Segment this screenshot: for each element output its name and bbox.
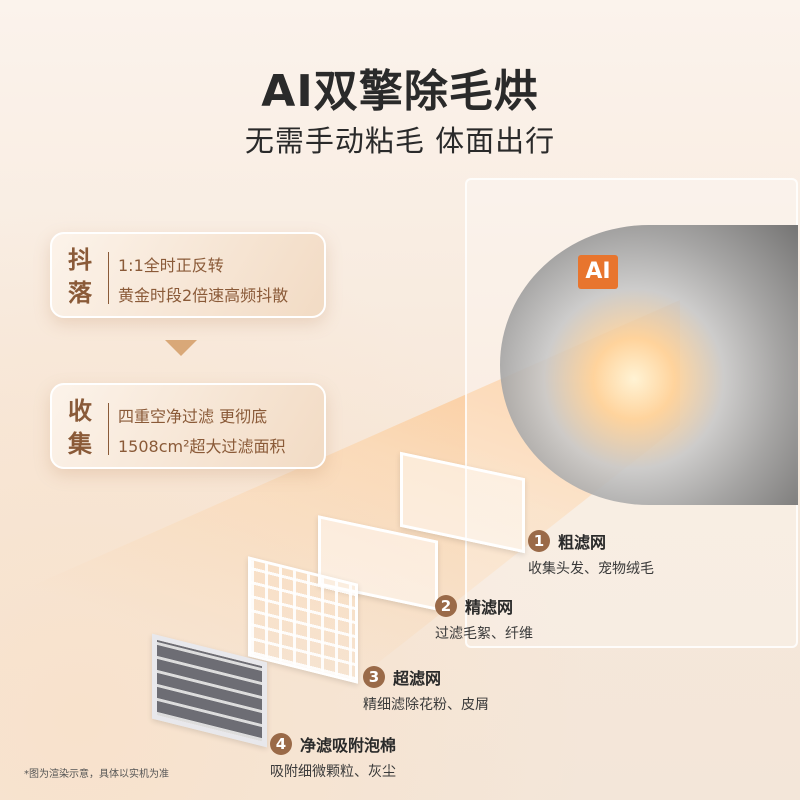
card-heading: 抖落 <box>68 244 102 310</box>
card-line: 黄金时段2倍速高频抖散 <box>118 286 289 305</box>
number-badge: 1 <box>528 530 550 552</box>
card-heading-char: 收 <box>68 397 92 425</box>
divider <box>108 403 109 455</box>
filter-name: 粗滤网 <box>558 533 607 552</box>
filter-desc: 精细滤除花粉、皮屑 <box>363 697 489 713</box>
card-heading-char: 抖 <box>68 246 92 274</box>
filter-label-2: 2 精滤网 过滤毛絮、纤维 <box>435 594 533 643</box>
filter-name: 净滤吸附泡棉 <box>300 736 397 755</box>
divider <box>108 252 109 304</box>
ai-logo: AI <box>578 255 618 289</box>
number-badge: 2 <box>435 595 457 617</box>
number-badge: 3 <box>363 666 385 688</box>
card-heading: 收集 <box>68 395 102 461</box>
number-badge: 4 <box>270 733 292 755</box>
chevron-down-icon <box>165 340 197 356</box>
card-line: 四重空净过滤 更彻底 <box>118 407 268 426</box>
filter-desc: 过滤毛絮、纤维 <box>435 626 533 642</box>
card-heading-char: 集 <box>68 430 92 458</box>
filter-desc: 吸附细微颗粒、灰尘 <box>270 764 396 780</box>
page-subtitle: 无需手动粘毛 体面出行 <box>244 124 556 158</box>
feature-card-collect: 收集 四重空净过滤 更彻底 1508cm²超大过滤面积 <box>50 383 326 469</box>
feature-card-shake: 抖落 1:1全时正反转 黄金时段2倍速高频抖散 <box>50 232 326 318</box>
page-title: AI双擎除毛烘 <box>261 66 539 117</box>
dryer-drum-image <box>500 225 798 505</box>
filter-name: 精滤网 <box>465 598 514 617</box>
disclaimer-note: *图为渲染示意，具体以实机为准 <box>24 769 169 780</box>
filter-name: 超滤网 <box>393 669 442 688</box>
card-line: 1:1全时正反转 <box>118 256 224 275</box>
filter-label-1: 1 粗滤网 收集头发、宠物绒毛 <box>528 529 654 578</box>
card-heading-char: 落 <box>68 279 92 307</box>
filter-desc: 收集头发、宠物绒毛 <box>528 561 654 577</box>
card-line: 1508cm²超大过滤面积 <box>118 437 286 456</box>
filter-label-4: 4 净滤吸附泡棉 吸附细微颗粒、灰尘 <box>270 732 396 781</box>
filter-label-3: 3 超滤网 精细滤除花粉、皮屑 <box>363 665 489 714</box>
